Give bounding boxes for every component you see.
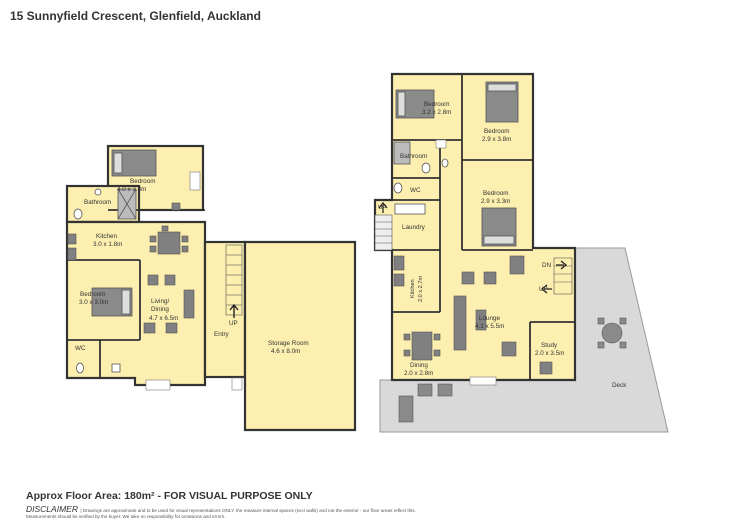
approx-floor-area: Approx Floor Area: 180m² - FOR VISUAL PU… <box>26 490 313 502</box>
deck-furniture <box>398 317 627 423</box>
room-label: Study <box>541 342 558 349</box>
room-dims: 2.0 x 3.5m <box>535 350 564 357</box>
room-label: Bedroom <box>483 190 509 197</box>
right-floor-plan <box>373 72 577 382</box>
room-label: Bedroom <box>424 101 450 108</box>
room-label: Entry <box>214 331 230 338</box>
room-label: Bedroom <box>484 128 510 135</box>
room-dims: 2.0 x 2.8m <box>404 370 433 377</box>
room-label: WC <box>75 345 86 352</box>
stair-up-label: UP <box>229 320 238 327</box>
room-label: Bedroom <box>130 178 156 185</box>
room-label: Storage Room <box>268 340 309 347</box>
left-floor-plan <box>65 144 357 432</box>
up-arrow-icon <box>378 201 388 213</box>
dining-table <box>403 331 553 375</box>
right-beds <box>395 81 519 247</box>
room-label: Bathroom <box>400 153 427 160</box>
disclaimer-label: DISCLAIMER <box>26 504 78 514</box>
room-dims: 3.0 x 3.0m <box>79 299 108 306</box>
room-dims: 3.2 x 2.8m <box>422 109 451 116</box>
left-living-block <box>65 220 207 387</box>
room-label: Dining <box>151 306 169 313</box>
up-arrow-icon <box>540 284 552 294</box>
left-beds <box>91 149 157 317</box>
room-label: Laundry <box>402 224 426 231</box>
room-dims: 2.9 x 3.8m <box>482 136 511 143</box>
stair-up-label: UP <box>539 286 548 293</box>
stair-up-label: UP <box>378 204 387 211</box>
right-stairs <box>374 214 573 295</box>
right-main-block <box>373 72 577 382</box>
room-dims: 2.9 x 3.3m <box>481 198 510 205</box>
storage-room <box>243 240 357 432</box>
disclaimer-text: | Drawings are approximate and to be use… <box>80 508 416 513</box>
footer: Approx Floor Area: 180m² - FOR VISUAL PU… <box>26 490 726 519</box>
disclaimer: DISCLAIMER | Drawings are approximate an… <box>26 504 726 514</box>
room-dims: 4.1 x 5.5m <box>475 323 504 330</box>
room-label: Bedroom <box>80 291 106 298</box>
room-label: Living/ <box>151 298 169 305</box>
room-dims: 2.0 x 2.7m <box>418 276 424 302</box>
room-label: Kitchen <box>96 233 118 240</box>
room-label: Bathroom <box>84 199 111 206</box>
room-dims: 3.0 x 1.8m <box>93 241 122 248</box>
room-dims: 4.7 x 6.5m <box>149 315 178 322</box>
up-arrow-icon <box>229 303 239 318</box>
room-label: Dining <box>410 362 428 369</box>
stair-down-label: DN <box>542 262 552 269</box>
disclaimer-text-2: Measurements should be verified by the b… <box>26 514 226 519</box>
down-arrow-icon <box>556 260 568 270</box>
room-label: Deck <box>612 382 627 389</box>
room-dims: 4.6 x 8.0m <box>271 348 300 355</box>
property-address: 15 Sunnyfield Crescent, Glenfield, Auckl… <box>10 9 261 23</box>
left-furniture <box>67 202 195 334</box>
room-label: Kitchen <box>410 279 416 298</box>
lounge-furniture <box>453 271 517 357</box>
room-label: Lounge <box>479 315 501 322</box>
room-label: WC <box>410 187 421 194</box>
room-dims: 4.0 x 3.3m <box>117 186 146 193</box>
